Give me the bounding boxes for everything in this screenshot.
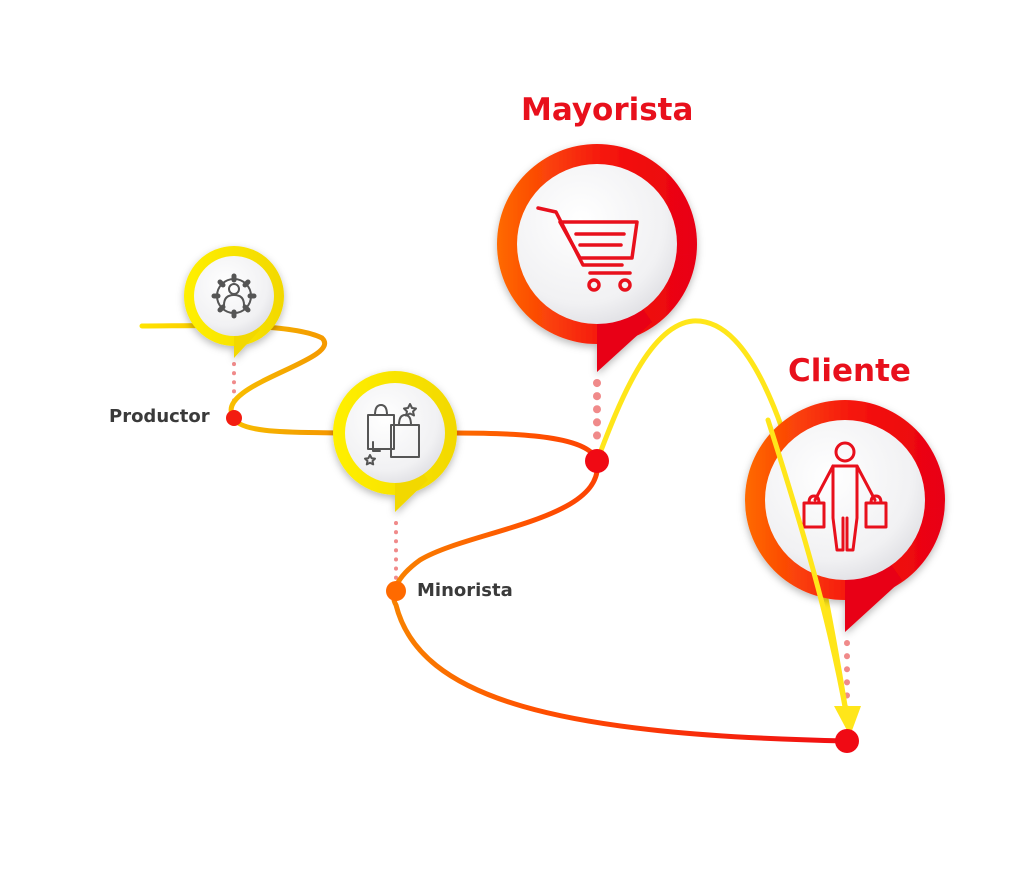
mayorista-node-dot (585, 449, 609, 473)
gear-person-icon (211, 273, 257, 319)
mayorista-label: Mayorista (521, 92, 694, 128)
minorista-label: Minorista (417, 580, 513, 601)
productor-label: Productor (109, 406, 210, 427)
direct-route-arrow-overlay (765, 417, 850, 721)
productor-node-dot (226, 410, 242, 426)
cliente-node-dot (835, 729, 859, 753)
minorista-node-dot (386, 581, 406, 601)
shopping-bags-icon (364, 403, 420, 466)
cliente-label: Cliente (788, 353, 911, 389)
person-with-bags-icon (802, 441, 888, 552)
arrow-head (834, 706, 861, 736)
productor-pin (184, 246, 284, 358)
distribution-path (139, 323, 850, 744)
dotted-connectors (232, 362, 850, 735)
shopping-cart-icon (536, 206, 639, 292)
